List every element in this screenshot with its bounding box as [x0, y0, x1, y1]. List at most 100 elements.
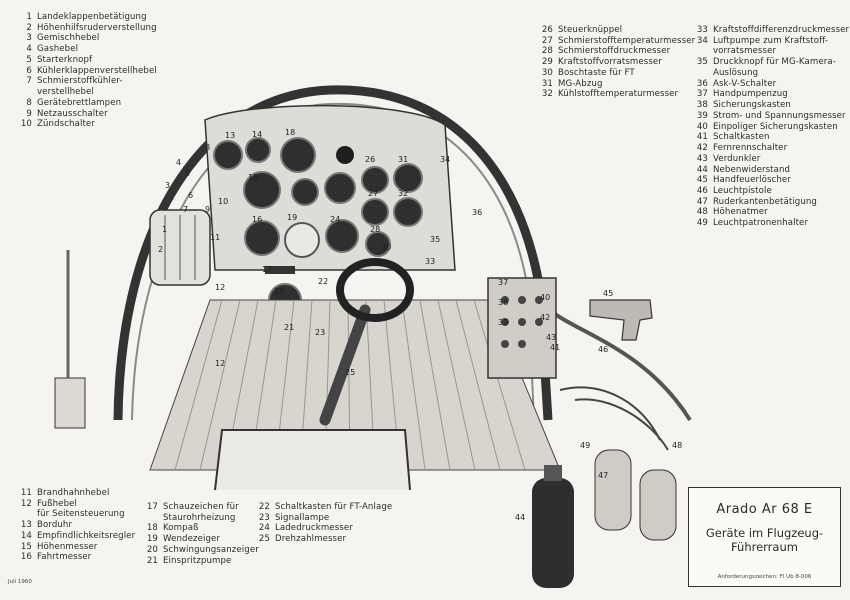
- callout-number: 27: [368, 189, 378, 198]
- legend-item: 44 Nebenwiderstand: [690, 165, 850, 176]
- callout-number: 18: [285, 128, 295, 137]
- legend-text: Höhenatmer: [713, 207, 768, 218]
- legend-item: 32 Kühlstofftemperaturmesser: [535, 89, 695, 100]
- callout-number: 38: [498, 298, 508, 307]
- reference-number: Anforderungszeichen: Fl Ub 8-006: [717, 574, 812, 580]
- legend-number: 20: [146, 544, 158, 555]
- legend-text: Schaltkasten für FT-Anlage: [275, 502, 393, 512]
- legend-number: 7: [26, 76, 32, 87]
- legend-number: 41: [696, 132, 708, 143]
- seat-frame: [214, 429, 411, 491]
- legend-text: Schmierstofftemperaturmesser: [558, 35, 696, 46]
- legend-text: Schwingungsanzeiger: [163, 544, 259, 555]
- legend-number: 34: [696, 35, 708, 46]
- callout-number: 14: [252, 130, 262, 139]
- legend-item: 39 Strom- und Spannungsmesser: [690, 111, 850, 122]
- legend-number: 1: [26, 12, 32, 22]
- title-block: Arado Ar 68 E Geräte im Flugzeug- Führer…: [688, 487, 841, 587]
- legend-text: Landeklappenbetätigung: [37, 12, 147, 22]
- callout-number: 9: [205, 205, 210, 214]
- callout-number: 10: [218, 197, 228, 206]
- legend-number: 37: [696, 89, 708, 100]
- legend-text: Schmierstoffdruckmesser: [558, 46, 671, 57]
- callout-number: 30: [381, 243, 391, 252]
- legend-text: Kühlstofftemperaturmesser: [558, 89, 679, 100]
- callout-number: 28: [370, 225, 380, 234]
- legend-number: 15: [20, 541, 32, 552]
- legend-text: Netzausschalter: [37, 108, 108, 119]
- callout-number: 8: [205, 143, 210, 152]
- legend-text: Gerätebrettlampen: [37, 97, 122, 108]
- legend-number: 3: [26, 33, 32, 44]
- legend-number: 39: [696, 110, 708, 121]
- callout-number: 25: [345, 368, 355, 377]
- legend-number: 46: [696, 186, 708, 197]
- legend-text: Borduhr: [37, 520, 73, 531]
- legend-number: 6: [26, 65, 32, 76]
- legend-number: 36: [696, 78, 708, 89]
- date-note: Juli 1960: [8, 579, 32, 585]
- oxygen-bottle: [594, 449, 632, 531]
- callout-number: 16: [252, 215, 262, 224]
- legend-number: 33: [696, 25, 708, 35]
- legend-number: 21: [146, 555, 158, 566]
- callout-number: 46: [598, 345, 608, 354]
- legend-number: 29: [541, 57, 553, 68]
- legend-number: 8: [26, 97, 32, 108]
- callout-number: 40: [540, 293, 550, 302]
- callout-number: 44: [515, 513, 525, 522]
- legend-number: 49: [696, 218, 708, 229]
- callout-number: 35: [430, 235, 440, 244]
- legend-number: 32: [541, 89, 553, 100]
- callout-number: 19: [287, 213, 297, 222]
- legend-item: 8 Gerätebrettlampen: [14, 98, 174, 109]
- legend-text: Ruderkantenbetätigung: [713, 196, 817, 207]
- callout-number: 32: [398, 189, 408, 198]
- callout-number: 42: [540, 313, 550, 322]
- legend-text: Wendezeiger: [163, 534, 221, 545]
- legend-number: 12: [20, 498, 32, 509]
- legend-item: 20 Schwingungsanzeiger: [140, 545, 270, 556]
- legend-number: 45: [696, 175, 708, 186]
- legend-text: Einspritzpumpe: [163, 555, 232, 566]
- legend-text: Boschtaste für FT: [558, 67, 635, 78]
- legend-item: 28 Schmierstoffdruckmesser: [535, 46, 695, 57]
- legend-text: Höhenmesser: [37, 541, 98, 552]
- legend-number: 28: [541, 46, 553, 57]
- legend-number: 47: [696, 196, 708, 207]
- legend-text: Gashebel: [37, 44, 79, 55]
- legend-number: 10: [20, 119, 32, 130]
- callout-number: 49: [580, 441, 590, 450]
- legend-number: 44: [696, 164, 708, 175]
- legend-item: 21 Einspritzpumpe: [140, 556, 270, 567]
- legend-text: Sicherungskasten: [713, 100, 791, 111]
- diagram-title: Arado Ar 68 E: [716, 502, 813, 517]
- callout-number: 13: [225, 131, 235, 140]
- legend-text: Strom- und Spannungsmesser: [713, 110, 846, 121]
- callout-number: 17: [262, 265, 272, 274]
- callout-number: 43: [546, 333, 556, 342]
- legend-text: Handpumpenzug: [713, 89, 788, 100]
- legend-text: Nebenwiderstand: [713, 164, 791, 175]
- legend-number: 9: [26, 108, 32, 119]
- legend-number: 2: [26, 22, 32, 33]
- legend-number: 30: [541, 67, 553, 78]
- legend-text: Gemischhebel: [37, 33, 100, 44]
